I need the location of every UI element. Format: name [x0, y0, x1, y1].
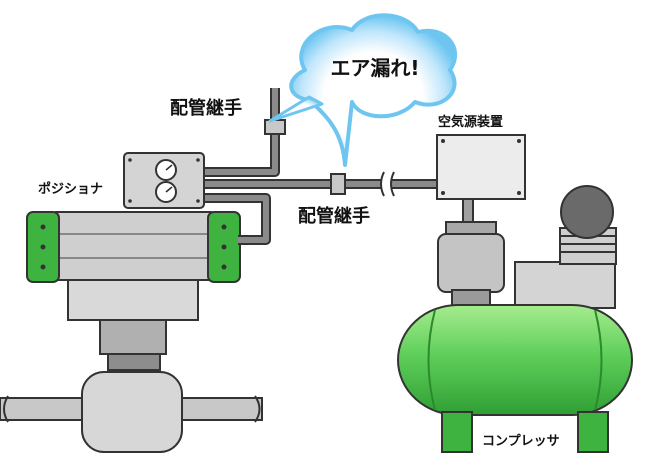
pipe-joint-label-mid: 配管継手 — [298, 205, 370, 227]
air-piping — [200, 88, 437, 245]
air-supply-unit — [436, 134, 526, 224]
air-leak-cloud: エア漏れ! — [268, 13, 458, 167]
positioner — [123, 152, 205, 209]
pipe-joint-top — [264, 119, 286, 135]
actuator — [26, 211, 241, 355]
pipe-joint-mid — [330, 173, 346, 195]
gauge-icon — [155, 159, 177, 181]
air-supply-label: 空気源装置 — [438, 114, 503, 130]
pipe-joint-label-top: 配管継手 — [170, 97, 242, 119]
valve-body — [81, 351, 183, 453]
air-leak-label: エア漏れ! — [330, 56, 419, 80]
compressor-label: コンプレッサ — [482, 434, 560, 449]
compressor — [397, 185, 633, 453]
pipe-break-mark — [380, 171, 395, 197]
positioner-label: ポジショナ — [38, 181, 103, 197]
gauge-icon — [155, 181, 177, 203]
